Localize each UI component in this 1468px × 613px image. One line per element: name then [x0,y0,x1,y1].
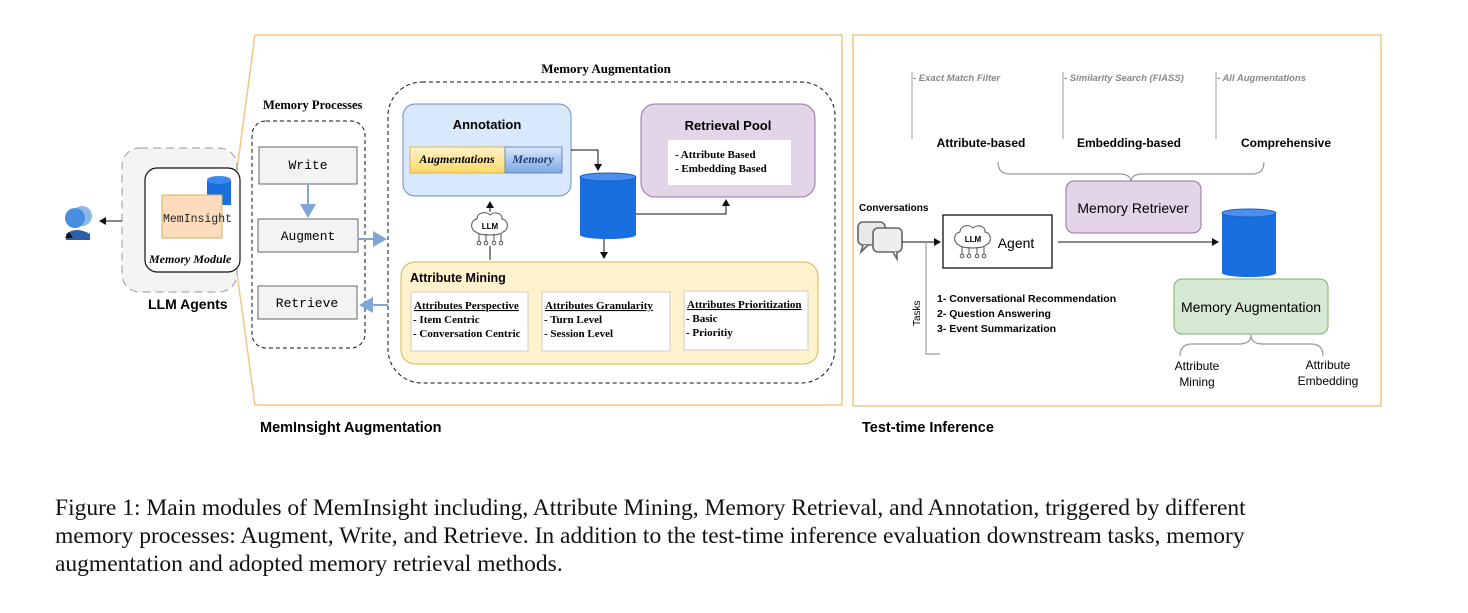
method-note: - All Augmentations [1217,73,1306,84]
attribute-group-item: - Basic [686,313,718,325]
retrieval-pool-item: - Embedding Based [675,163,767,175]
user-group-icon [65,206,92,240]
database-icon [579,172,637,239]
meminsight-box [161,194,223,239]
augment-label: Augment [281,229,336,244]
memory-module-label: Memory Module [148,252,232,266]
memory-retriever-box [1065,180,1202,234]
attribute-group-box [541,291,671,352]
attribute-group-title: Attributes Prioritization [687,299,802,311]
meminsight-label: MemInsight [163,213,232,226]
aug-child-label: Attribute [1306,358,1351,372]
attribute-group-item: - Prioritiy [686,327,733,339]
conversations-label: Conversations [859,203,929,214]
tasks-label: Tasks [912,300,923,326]
task-item: 2- Question Answering [937,308,1051,320]
llm-icon-label: LLM [482,222,499,231]
task-item: 3- Event Summarization [937,323,1056,335]
aug-child-label: Mining [1179,375,1214,389]
memory-augmentation-title: Memory Augmentation [541,61,671,76]
attribute-mining-title: Attribute Mining [410,271,506,285]
method-label: Embedding-based [1077,136,1181,150]
memory-label: Memory [511,152,554,166]
memory-augmentation-node [1173,278,1329,335]
tasks-bracket [925,242,940,355]
inference-caption: Test-time Inference [862,420,994,436]
augment-process [257,218,359,253]
method-note: - Exact Match Filter [913,73,1001,84]
augmentation-caption: MemInsight Augmentation [260,420,442,436]
methods-brace [997,161,1265,183]
memory-retriever-label: Memory Retriever [1077,200,1189,216]
write-process [258,146,358,185]
attribute-group-title: Attributes Perspective [414,300,519,312]
caption-line: augmentation and adopted memory retrieva… [55,551,563,577]
attribute-group-item: - Conversation Centric [413,328,521,340]
agent-label: Agent [998,235,1035,251]
llm-icon-label: LLM [965,235,982,244]
aug-child-label: Attribute [1175,359,1220,373]
caption-line: memory processes: Augment, Write, and Re… [55,523,1245,549]
inference-panel-border [852,34,1382,407]
retrieval-pool-title: Retrieval Pool [685,118,772,133]
aug-child-label: Embedding [1298,374,1359,388]
annotation-title: Annotation [453,117,522,132]
method-label: Comprehensive [1241,136,1331,150]
attribute-group-box [683,290,809,351]
attribute-group-item: - Session Level [544,328,613,340]
memory-augmentation-box [387,81,836,384]
task-item: 1- Conversational Recommendation [937,293,1116,305]
memory-processes-box [251,120,366,349]
method-note: - Similarity Search (FIASS) [1064,73,1184,84]
augmentation-brace [1179,334,1324,357]
memory-processes-title: Memory Processes [263,98,363,112]
retrieve-process [257,285,358,320]
figure-caption: Figure 1: Main modules of MemInsight inc… [55,494,1246,578]
retrieve-label: Retrieve [276,296,338,311]
llm-agents-title: LLM Agents [148,296,228,312]
attribute-group-box [410,291,529,352]
attribute-group-item: - Turn Level [544,314,602,326]
augmentations-label: Augmentations [418,152,495,166]
write-label: Write [288,158,327,173]
database-icon [1221,208,1277,277]
caption-line: Figure 1: Main modules of MemInsight inc… [55,495,1246,521]
attribute-group-title: Attributes Granularity [545,300,653,312]
attribute-group-item: - Item Centric [413,314,480,326]
retrieval-pool-item: - Attribute Based [675,149,756,161]
method-label: Attribute-based [937,136,1026,150]
memory-augmentation-node-label: Memory Augmentation [1181,299,1321,315]
chat-bubbles-icon [857,221,903,263]
